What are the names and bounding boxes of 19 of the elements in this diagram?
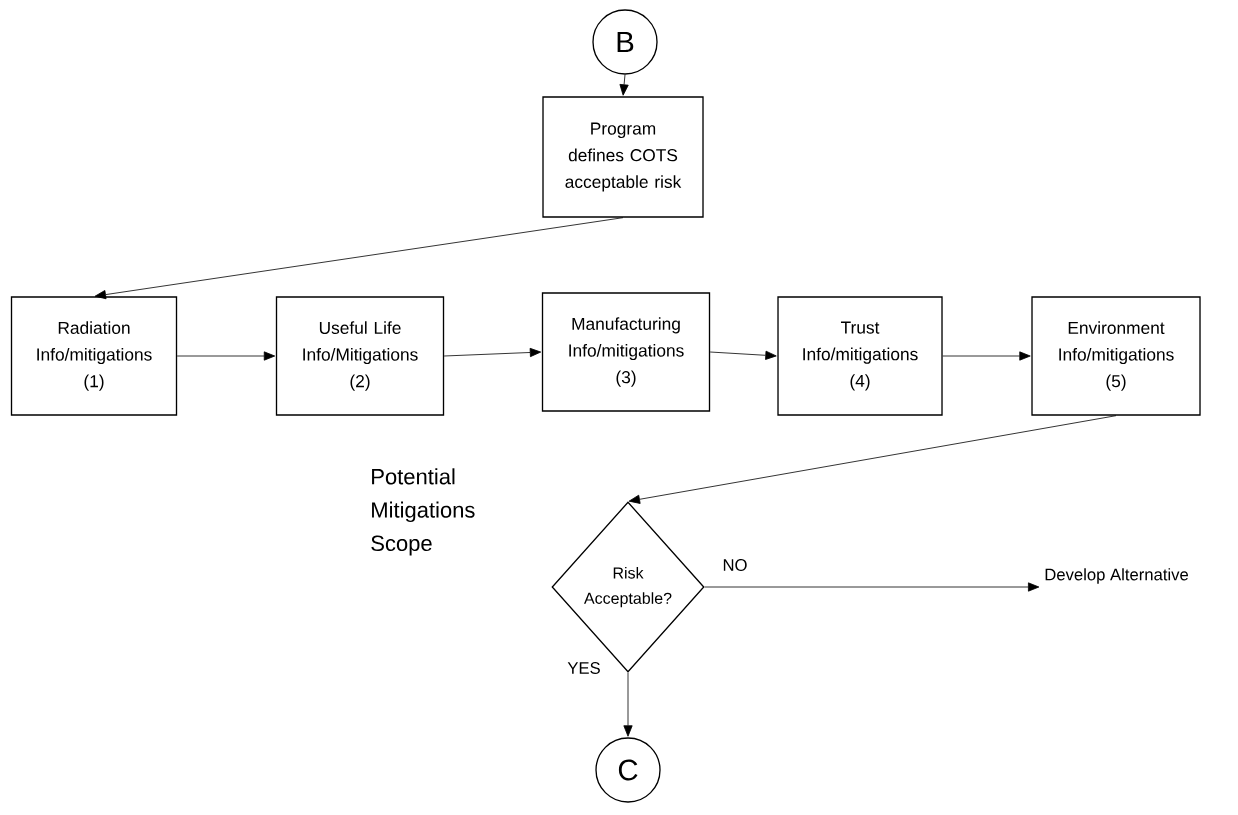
process-box: Environment Info/mitigations (5) [1031,296,1201,416]
arrow [619,74,629,96]
arrow [623,672,633,737]
arrow [94,217,624,300]
annotation-text: Potential Mitigations Scope [371,468,475,556]
arrow [443,347,542,358]
process-box: Program defines COTS acceptable risk [542,96,704,218]
process-box: Manufacturing Info/mitigations (3) [541,292,711,412]
arrow [704,582,1040,592]
arrow [628,415,1117,504]
arrow [709,350,777,360]
edge-label: YES [566,660,602,676]
edge-label: NO [721,557,749,573]
arrow [176,351,276,361]
process-box: Radiation Info/mitigations (1) [10,296,178,416]
outcome-text: Develop Alternative [1045,568,1189,584]
process-box: Trust Info/mitigations (4) [777,296,943,416]
arrow [942,351,1031,361]
process-box: Useful Life Info/Mitigations (2) [275,296,445,416]
